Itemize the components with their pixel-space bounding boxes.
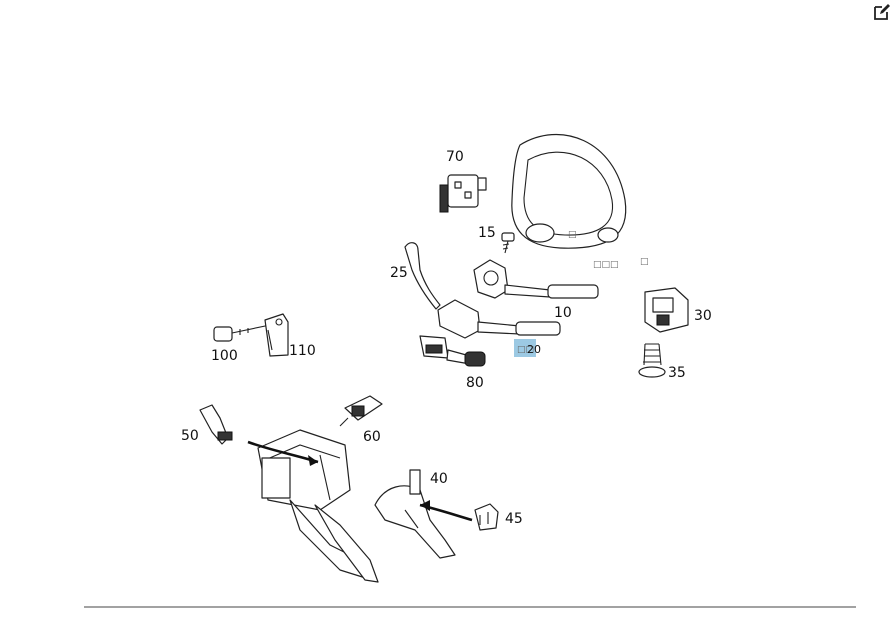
part-10-combination-switch: [473, 259, 599, 299]
callout-70: 70: [446, 149, 464, 165]
part-80-switch: [419, 335, 486, 367]
highlight-prefix: □□: [517, 345, 534, 355]
part-100-bolt: [213, 324, 271, 342]
part-50-sensor: [199, 404, 233, 445]
callout-20[interactable]: 20: [527, 343, 541, 356]
part-110-bracket: [264, 313, 289, 357]
callout-15: 15: [478, 225, 496, 241]
part-15-screw: [501, 232, 515, 254]
part-40-pedal: [374, 469, 456, 559]
faint-text-c: □: [568, 230, 577, 240]
callout-45: 45: [505, 511, 523, 527]
lever-assembly: [437, 299, 561, 339]
arrow-to-part-40: [419, 500, 473, 522]
callout-80: 80: [466, 375, 484, 391]
callout-25: 25: [390, 265, 408, 281]
steering-wheel: [511, 133, 627, 249]
callout-100: 100: [211, 348, 238, 364]
callout-110: 110: [289, 343, 316, 359]
callout-40: 40: [430, 471, 448, 487]
callout-60: 60: [363, 429, 381, 445]
edit-icon[interactable]: [873, 3, 891, 21]
arrow-to-pedal: [247, 440, 319, 466]
part-30-component: [644, 287, 689, 333]
part-70-switch: [439, 174, 487, 213]
highlight-box[interactable]: [514, 339, 536, 357]
pedal-assembly: [257, 429, 379, 583]
faint-text-b: □: [640, 257, 649, 267]
callout-30: 30: [694, 308, 712, 324]
callout-10: 10: [554, 305, 572, 321]
callout-35: 35: [668, 365, 686, 381]
part-25-lever: [404, 242, 441, 310]
callout-50: 50: [181, 428, 199, 444]
part-60-switch: [339, 395, 383, 427]
part-35-spring: [638, 343, 666, 378]
part-45-clip: [474, 503, 499, 531]
faint-text-a: □□□: [593, 260, 619, 270]
